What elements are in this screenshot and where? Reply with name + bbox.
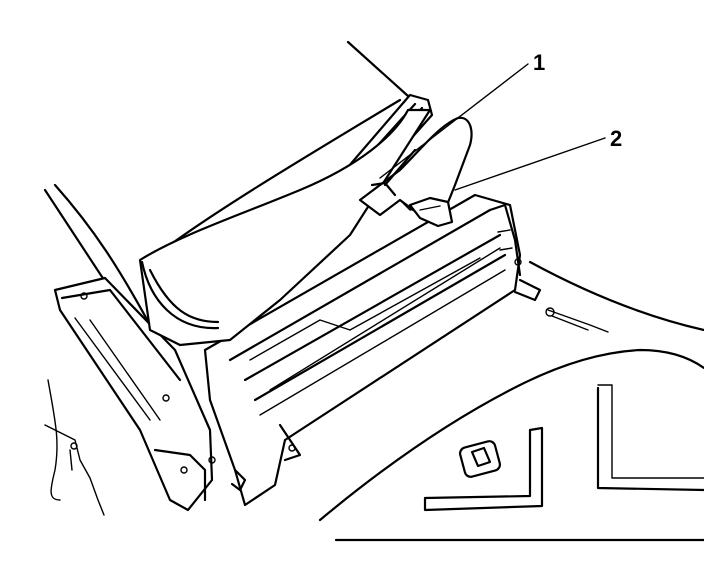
callout-label-1: 1 [533, 50, 545, 75]
callout-label-2: 2 [610, 126, 622, 151]
console-cover [138, 108, 432, 347]
callout-leaders [379, 63, 606, 191]
release-button [408, 196, 454, 228]
left-bracket [53, 276, 216, 512]
left-wiring [44, 379, 105, 516]
lever-handle [358, 116, 473, 217]
floor-retainer-clip [458, 440, 502, 478]
lever-base-bracket [203, 193, 542, 507]
floor-panel [318, 260, 704, 542]
